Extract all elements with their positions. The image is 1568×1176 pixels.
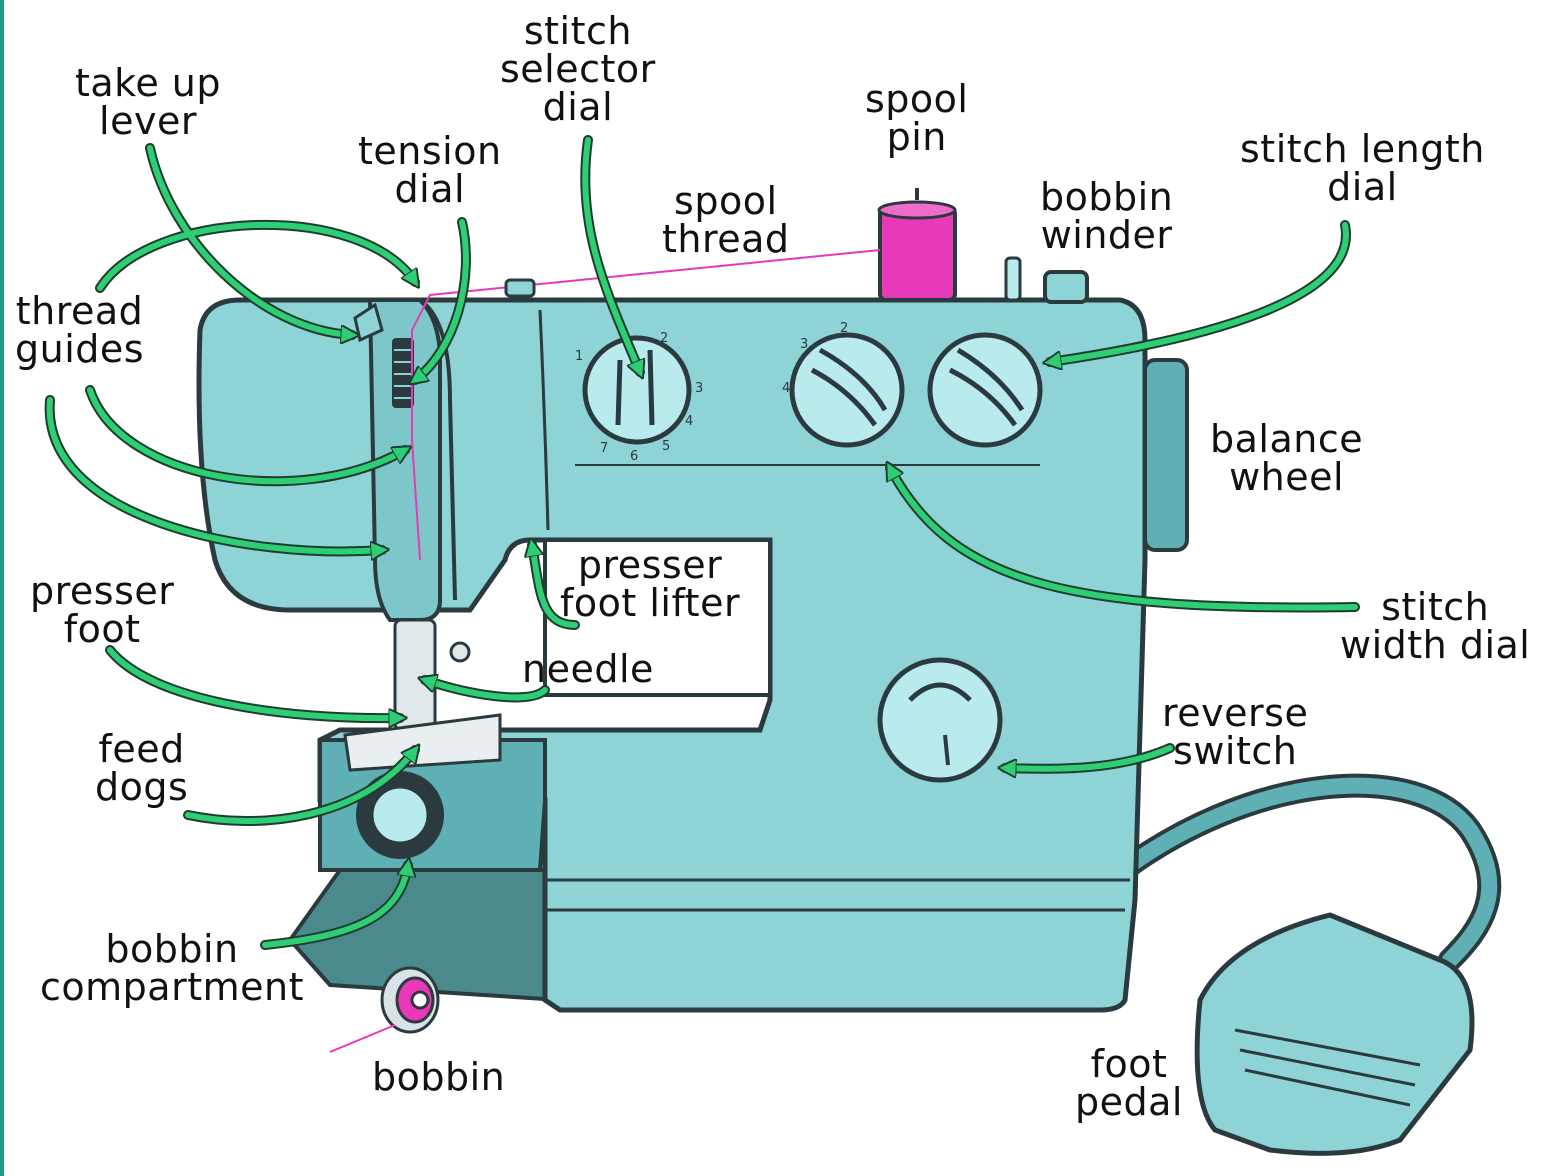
label-tension-dial: tension dial — [358, 129, 502, 211]
selector-num-1: 1 — [575, 349, 583, 364]
label-bobbin: bobbin — [372, 1055, 506, 1099]
label-presser-foot-lifter: presser foot lifter — [560, 543, 741, 625]
label-feed-dogs: feed dogs — [95, 727, 189, 809]
arrow-reverse-switch — [1005, 745, 1173, 769]
label-balance-wheel: balance wheel — [1210, 417, 1364, 499]
balance-wheel-shape — [1143, 358, 1189, 552]
foot-pedal-shape — [1194, 912, 1475, 1156]
selector-num-7: 7 — [600, 441, 608, 456]
arrow-stitch-width — [890, 468, 1358, 611]
needle-plate — [343, 713, 502, 772]
width-num-4: 4 — [782, 381, 790, 396]
arrow-bobbin-compartment — [262, 865, 408, 948]
arrow-stitch-length — [1050, 222, 1349, 362]
selector-num-6: 6 — [630, 449, 638, 464]
stitch-width-dial-shape — [789, 332, 905, 448]
width-num-3: 3 — [800, 337, 808, 352]
label-bobbin-winder: bobbin winder — [1040, 175, 1174, 257]
width-num-2: 2 — [840, 321, 848, 336]
arrow-take-up-lever — [147, 145, 352, 335]
arrow-feed-dogs — [185, 750, 415, 824]
label-thread-guides: thread guides — [15, 289, 145, 371]
label-spool-pin: spool pin — [865, 77, 969, 159]
selector-num-5: 5 — [662, 439, 670, 454]
label-foot-pedal: foot pedal — [1075, 1042, 1183, 1124]
label-needle: needle — [522, 647, 654, 691]
label-reverse-switch: reverse switch — [1162, 691, 1309, 773]
label-stitch-width-dial: stitch width dial — [1340, 585, 1531, 667]
spool-shape — [878, 206, 957, 302]
arrow-needle — [425, 680, 548, 701]
arrow-thread-guide-top — [97, 221, 415, 291]
selector-num-3: 3 — [695, 381, 703, 396]
page-edge-accent — [0, 0, 4, 1176]
thread-line — [411, 249, 881, 561]
arm-opening — [543, 538, 772, 697]
arrow-presser-foot — [107, 647, 400, 718]
reverse-switch-shape — [877, 657, 1003, 783]
label-stitch-selector-dial: stitch selector dial — [500, 9, 656, 129]
arrow-presser-foot-lifter — [532, 545, 578, 628]
label-take-up-lever: take up lever — [75, 61, 221, 143]
arrow-thread-guide-mid — [87, 387, 405, 485]
arrow-stitch-selector — [582, 137, 640, 372]
label-spool-thread: spool thread — [662, 179, 790, 261]
stitch-selector-dial-shape — [582, 335, 692, 445]
label-stitch-length-dial: stitch length dial — [1240, 127, 1485, 209]
bobbin-winder-shape — [1043, 270, 1089, 304]
selector-num-2: 2 — [660, 331, 668, 346]
label-bobbin-compartment: bobbin compartment — [40, 927, 304, 1009]
arrow-tension-dial — [415, 219, 469, 380]
selector-num-4: 4 — [685, 414, 693, 429]
label-presser-foot: presser foot — [30, 569, 175, 651]
arrow-thread-guide-low — [46, 397, 382, 551]
